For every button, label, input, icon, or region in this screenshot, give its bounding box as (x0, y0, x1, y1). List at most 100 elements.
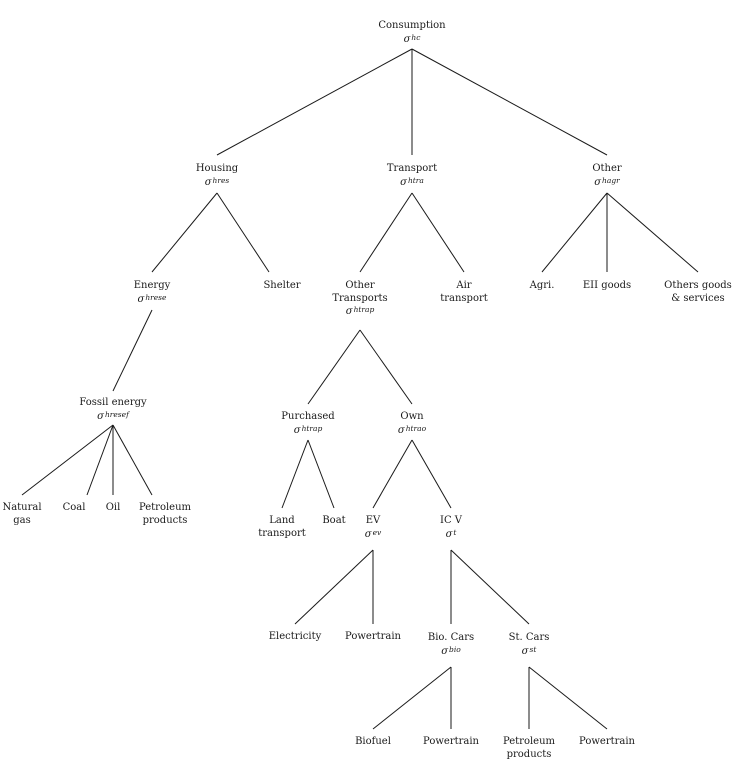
node-st-cars: St. Cars σst (509, 632, 550, 658)
node-powertrain-ev: Powertrain (345, 631, 401, 644)
edge-fossil-coal (86, 424, 114, 496)
node-label: Transport (386, 163, 438, 174)
node-eii-goods: EII goods (583, 280, 631, 293)
edge-own-ev (372, 439, 413, 509)
node-land-transport: Land transport (258, 515, 306, 540)
elasticity-symbol: σst (521, 644, 537, 657)
node-other: Other σhagr (592, 163, 621, 189)
node-powertrain-st: Powertrain (579, 736, 635, 749)
edge-purchased-land (281, 439, 309, 509)
node-biofuel: Biofuel (355, 736, 391, 749)
node-label: Boat (322, 515, 346, 526)
elasticity-symbol: σhtra (400, 175, 424, 188)
node-electricity: Electricity (269, 631, 321, 644)
node-fossil-energy: Fossil energy σhresef (79, 397, 146, 423)
edge-housing-energy (151, 192, 218, 273)
node-coal: Coal (63, 502, 86, 515)
edge-housing-shelter (216, 192, 270, 273)
node-label: Electricity (268, 631, 322, 642)
node-label: Consumption (378, 20, 446, 31)
edge-stcars-powertrain (528, 666, 608, 730)
node-label: Housing (195, 163, 239, 174)
edge-fossil-naturalgas (21, 424, 114, 496)
node-others-goods: Others goods & services (664, 280, 732, 305)
node-bio-cars: Bio. Cars σbio (428, 632, 474, 658)
node-oil: Oil (106, 502, 121, 515)
node-other-transports: Other Transports σhtrap (332, 280, 387, 319)
node-label: Air (456, 280, 472, 291)
elasticity-symbol: σhtrap (345, 305, 375, 317)
node-label: Energy (133, 280, 171, 291)
edge-othertrans-purchased (307, 329, 361, 405)
elasticity-symbol: σbio (441, 644, 461, 657)
elasticity-symbol: σhres (204, 175, 230, 188)
node-label-line2: transport (258, 527, 306, 539)
node-petroleum-products-st: Petroleum products (503, 736, 555, 761)
edge-ev-electricity (294, 549, 374, 625)
node-air-transport: Air transport (440, 280, 488, 305)
node-label-line2: products (142, 514, 188, 526)
edge-transport-othertrans (359, 192, 413, 273)
node-label: Coal (62, 502, 86, 513)
node-natural-gas: Natural gas (2, 502, 41, 527)
node-label: Purchased (281, 411, 335, 422)
node-label: Petroleum (138, 502, 192, 513)
node-label: Fossil energy (79, 397, 147, 408)
node-purchased: Purchased σhtrap (281, 411, 334, 437)
node-label-line2: Transports (332, 292, 388, 304)
edge-biocars-biofuel (372, 666, 452, 730)
edge-consumption-housing (216, 48, 413, 156)
node-label-line2: gas (13, 514, 31, 526)
edge-energy-fossil (112, 309, 153, 392)
edge-consumption-other (411, 48, 608, 156)
node-powertrain-bio: Powertrain (423, 736, 479, 749)
node-label: Powertrain (344, 631, 402, 642)
elasticity-symbol: σhc (403, 32, 421, 45)
elasticity-symbol: σt (445, 527, 457, 540)
node-energy: Energy σhrese (134, 280, 171, 306)
node-label: Powertrain (422, 736, 480, 747)
edge-own-icv (411, 439, 452, 509)
node-label: Others goods (664, 280, 732, 291)
elasticity-symbol: σhresef (97, 409, 129, 422)
node-label: Agri. (529, 280, 555, 291)
node-label: St. Cars (508, 632, 550, 643)
edge-othertrans-own (359, 329, 413, 405)
node-label: IC V (439, 515, 463, 526)
node-label: Powertrain (578, 736, 636, 747)
node-ev: EV σev (365, 515, 382, 541)
elasticity-symbol: σhtrap (293, 423, 323, 436)
node-label: EII goods (582, 280, 632, 291)
edge-transport-air (411, 192, 465, 273)
elasticity-symbol: σhagr (594, 175, 620, 188)
node-label: Petroleum (502, 736, 556, 747)
elasticity-symbol: σhrese (137, 292, 167, 305)
node-own: Own σhtrao (398, 411, 426, 437)
edge-fossil-petroleum (112, 424, 153, 496)
node-boat: Boat (322, 515, 345, 528)
node-label: EV (365, 515, 381, 526)
node-label: Biofuel (355, 736, 391, 747)
edge-purchased-boat (307, 439, 335, 509)
edge-icv-stcars (450, 549, 530, 625)
node-label: Bio. Cars (427, 632, 475, 643)
node-label: Natural (2, 502, 42, 513)
elasticity-symbol: σhtrao (397, 423, 427, 436)
node-label: Shelter (263, 280, 301, 291)
node-housing: Housing σhres (196, 163, 238, 189)
node-icv: IC V σt (440, 515, 462, 541)
node-label-line2: products (506, 748, 552, 760)
node-label: Other (345, 280, 375, 291)
node-label: Land (269, 515, 295, 526)
node-transport: Transport σhtra (387, 163, 437, 189)
edge-other-othersgoods (606, 192, 699, 273)
node-label: Other (592, 163, 622, 174)
node-agri: Agri. (530, 280, 555, 293)
node-label-line2: & services (671, 292, 725, 304)
node-label: Own (400, 411, 424, 422)
node-label: Oil (105, 502, 121, 513)
edge-other-agri (541, 192, 608, 273)
elasticity-symbol: σev (364, 527, 382, 540)
